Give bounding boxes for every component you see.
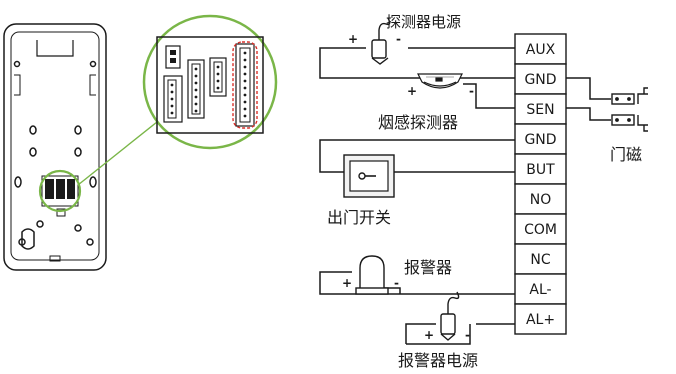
- terminal-label: NC: [530, 252, 550, 268]
- terminal-strip: AUX GND SEN GND BUT NO COM NC AL- AL+: [514, 33, 567, 335]
- alarm-label: 报警器: [404, 258, 452, 277]
- terminal-label: SEN: [526, 102, 554, 118]
- terminal-box: [514, 303, 567, 335]
- terminal-box: [514, 273, 567, 305]
- terminal-label: BUT: [526, 162, 555, 178]
- power-adapter-icon: [371, 17, 391, 65]
- terminal-label: GND: [524, 132, 556, 148]
- terminal-label: COM: [524, 222, 557, 238]
- terminal-box: [514, 183, 567, 215]
- terminal-box: [514, 123, 567, 155]
- smoke-detector-minus: -: [469, 84, 474, 98]
- terminal-box: [514, 63, 567, 95]
- terminal-box: [514, 33, 567, 65]
- alarm-power-adapter-icon: [440, 291, 460, 341]
- alarm-power-plus: +: [424, 328, 434, 342]
- alarm-power-minus: -: [465, 328, 470, 342]
- door-sensor-label: 门磁: [610, 145, 642, 164]
- smoke-detector-label: 烟感探测器: [378, 113, 458, 132]
- terminal-label: AL-: [529, 282, 551, 298]
- smoke-detector-plus: +: [407, 84, 417, 98]
- exit-button-icon: [343, 154, 395, 198]
- terminal-box: [514, 153, 567, 185]
- alarm-minus: -: [394, 276, 399, 290]
- terminal-label: AL+: [526, 312, 555, 328]
- detector-power-plus: +: [348, 32, 358, 46]
- smoke-detector-icon: [417, 73, 463, 89]
- zoom-connector-line: [77, 117, 163, 186]
- magnified-connector-view: [142, 14, 278, 150]
- wires: [319, 47, 611, 345]
- terminal-box: [514, 213, 567, 245]
- alarm-plus: +: [342, 276, 352, 290]
- device-back-panel: [3, 23, 107, 271]
- terminal-label: NO: [530, 192, 552, 208]
- alarm-siren-icon: [355, 255, 389, 295]
- alarm-power-label: 报警器电源: [398, 351, 478, 370]
- terminal-box: [514, 93, 567, 125]
- terminal-label: AUX: [526, 42, 556, 58]
- connector-highlight-circle: [38, 169, 82, 213]
- detector-power-label: 探测器电源: [386, 13, 461, 31]
- terminal-box: [514, 243, 567, 275]
- exit-button-label: 出门开关: [327, 208, 391, 227]
- detector-power-minus: -: [396, 32, 401, 46]
- terminal-label: GND: [524, 72, 556, 88]
- door-sensor-icon: [611, 87, 648, 132]
